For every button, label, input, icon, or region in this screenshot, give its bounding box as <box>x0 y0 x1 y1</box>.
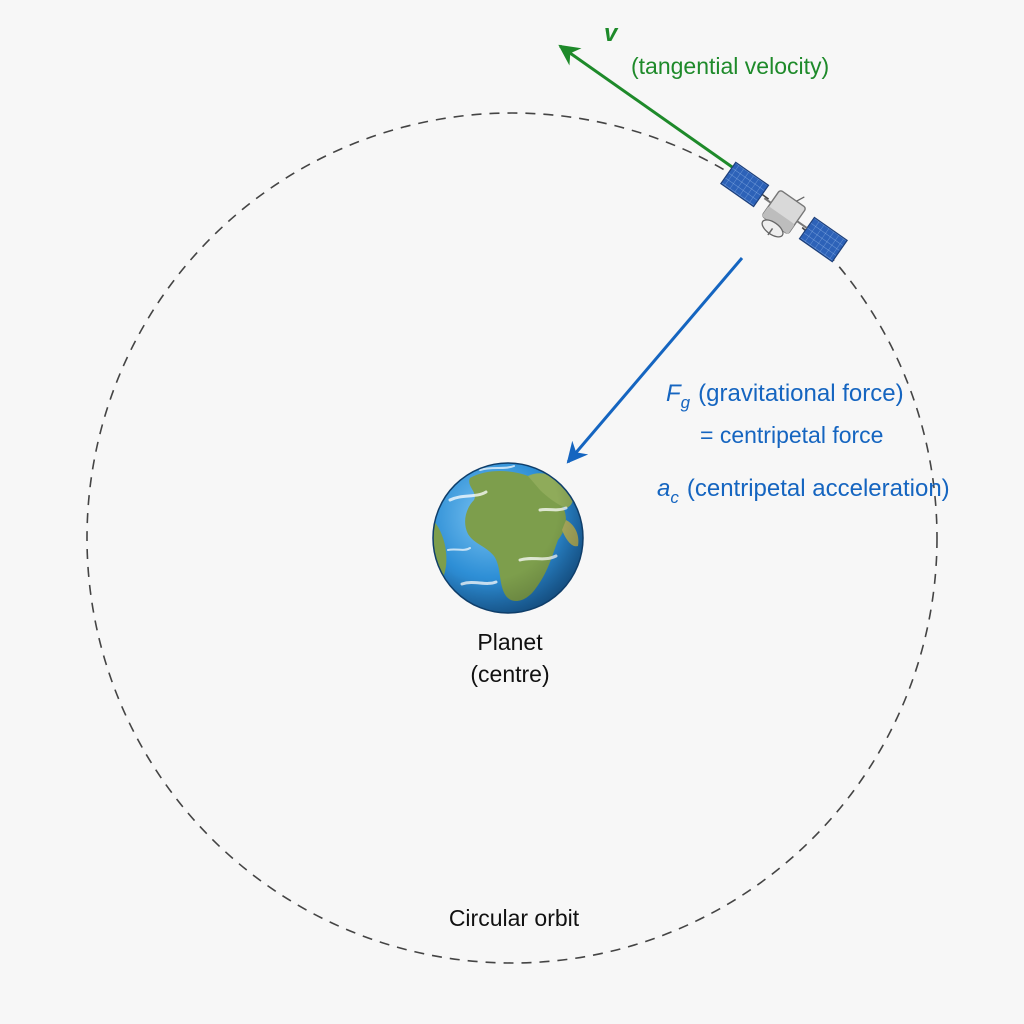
satellite-icon <box>720 161 848 263</box>
force-subscript: g <box>681 393 691 412</box>
centripetal-force-line: = centripetal force <box>700 422 883 448</box>
force-symbol: F <box>666 380 682 407</box>
force-description: (gravitational force) <box>698 380 903 407</box>
earth-globe-icon <box>432 462 584 614</box>
gravitational-force-arrow <box>566 257 744 464</box>
planet-centre-label: (centre) <box>470 661 549 687</box>
velocity-arrow <box>558 44 763 190</box>
orbit-label: Circular orbit <box>449 905 580 931</box>
acceleration-subscript: c <box>670 488 679 507</box>
velocity-symbol: v <box>604 20 619 47</box>
acceleration-label: ac (centripetal acceleration) <box>657 475 950 507</box>
acceleration-description: (centripetal acceleration) <box>687 475 950 502</box>
planet-label: Planet <box>477 629 543 655</box>
circular-orbit <box>86 112 938 964</box>
acceleration-symbol: a <box>657 475 670 502</box>
force-label: Fg (gravitational force) <box>666 380 904 412</box>
velocity-description: (tangential velocity) <box>631 53 829 79</box>
